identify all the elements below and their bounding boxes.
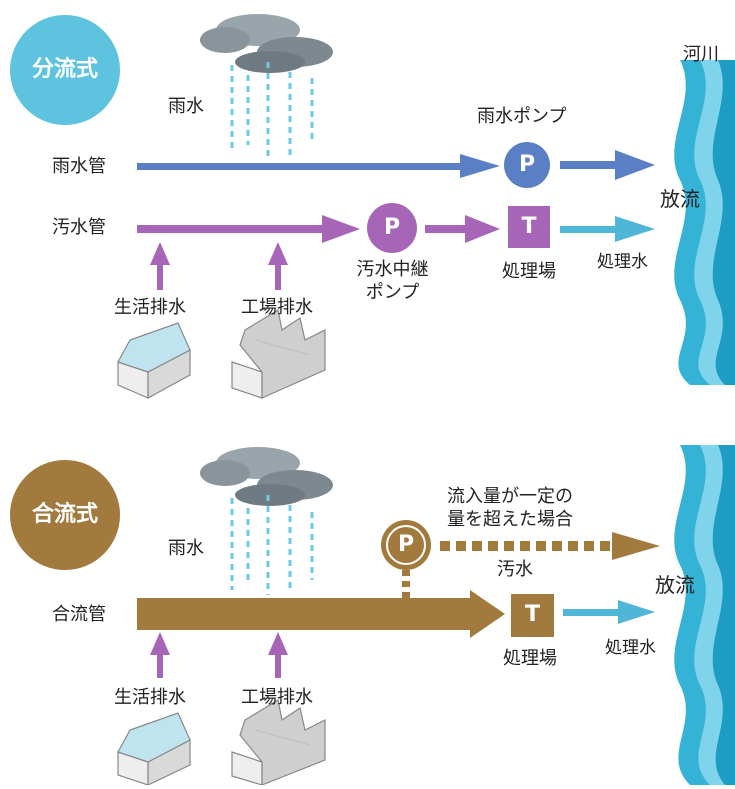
- combined-system-badge: [10, 460, 120, 570]
- discharge-label: 放流: [655, 573, 695, 597]
- sewage-pipe-label: 汚水管: [52, 217, 106, 238]
- discharge-label: 放流: [660, 187, 700, 211]
- combined-pipe-arrow: [137, 590, 505, 638]
- relay-to-plant-arrow: [425, 215, 500, 243]
- treatment-plant-icon: [511, 594, 554, 637]
- overflow-pump-icon: [381, 520, 431, 570]
- river-label: 河川: [683, 44, 719, 65]
- cloud-icon: [200, 447, 333, 506]
- house-icon: [117, 322, 191, 400]
- sewage-pipe-arrow: [137, 215, 360, 243]
- overflow-arrow: [440, 532, 660, 560]
- storm-pump-icon: [504, 142, 550, 188]
- treatment-plant-symbol: T: [524, 602, 540, 627]
- river: [674, 60, 735, 785]
- separate-system-badge: [10, 15, 120, 125]
- overflow-pump-symbol: P: [397, 532, 415, 557]
- factory-inflow-arrow: [268, 242, 288, 290]
- house-icon: [117, 712, 191, 786]
- factory-inflow-arrow: [268, 632, 288, 678]
- combined-system-label: 合流式: [31, 502, 98, 527]
- factory-label: 工場排水: [241, 687, 313, 708]
- household-inflow-arrow: [150, 632, 170, 678]
- cloud-icon: [200, 14, 333, 73]
- factory-label: 工場排水: [241, 297, 313, 318]
- storm-pump-label: 雨水ポンプ: [477, 106, 567, 127]
- treatment-plant-label: 処理場: [502, 261, 556, 282]
- storm-pump-symbol: P: [518, 152, 536, 177]
- rain-label: 雨水: [168, 538, 204, 559]
- sewage-label: 汚水: [497, 559, 533, 580]
- household-label: 生活排水: [114, 687, 186, 708]
- treated-water-label: 処理水: [605, 638, 656, 658]
- overflow-label-1: 流入量が一定の: [447, 486, 573, 507]
- rain-label: 雨水: [168, 96, 204, 117]
- treatment-plant-symbol: T: [521, 214, 537, 239]
- treated-water-label: 処理水: [597, 252, 648, 272]
- factory-icon: [231, 309, 326, 399]
- storm-discharge-arrow: [560, 150, 655, 180]
- treatment-plant-icon: [508, 206, 550, 248]
- relay-pump-label-1: 汚水中継: [356, 259, 429, 280]
- rain-icon: [230, 62, 314, 158]
- relay-pump-icon: [367, 203, 417, 253]
- household-label: 生活排水: [114, 297, 186, 318]
- treatment-plant-label: 処理場: [503, 648, 557, 669]
- combined-pipe-label: 合流管: [52, 604, 106, 625]
- separate-system-label: 分流式: [31, 57, 98, 82]
- factory-icon: [231, 699, 326, 786]
- relay-pump-label-2: ポンプ: [365, 282, 420, 303]
- household-inflow-arrow: [150, 242, 170, 290]
- storm-pipe-label: 雨水管: [52, 156, 106, 177]
- overflow-label-2: 量を超えた場合: [447, 509, 573, 530]
- treated-water-arrow: [560, 216, 655, 242]
- storm-pipe-arrow: [137, 154, 500, 178]
- rain-icon: [230, 495, 314, 595]
- relay-pump-symbol: P: [383, 215, 401, 240]
- treated-water-arrow: [563, 600, 655, 624]
